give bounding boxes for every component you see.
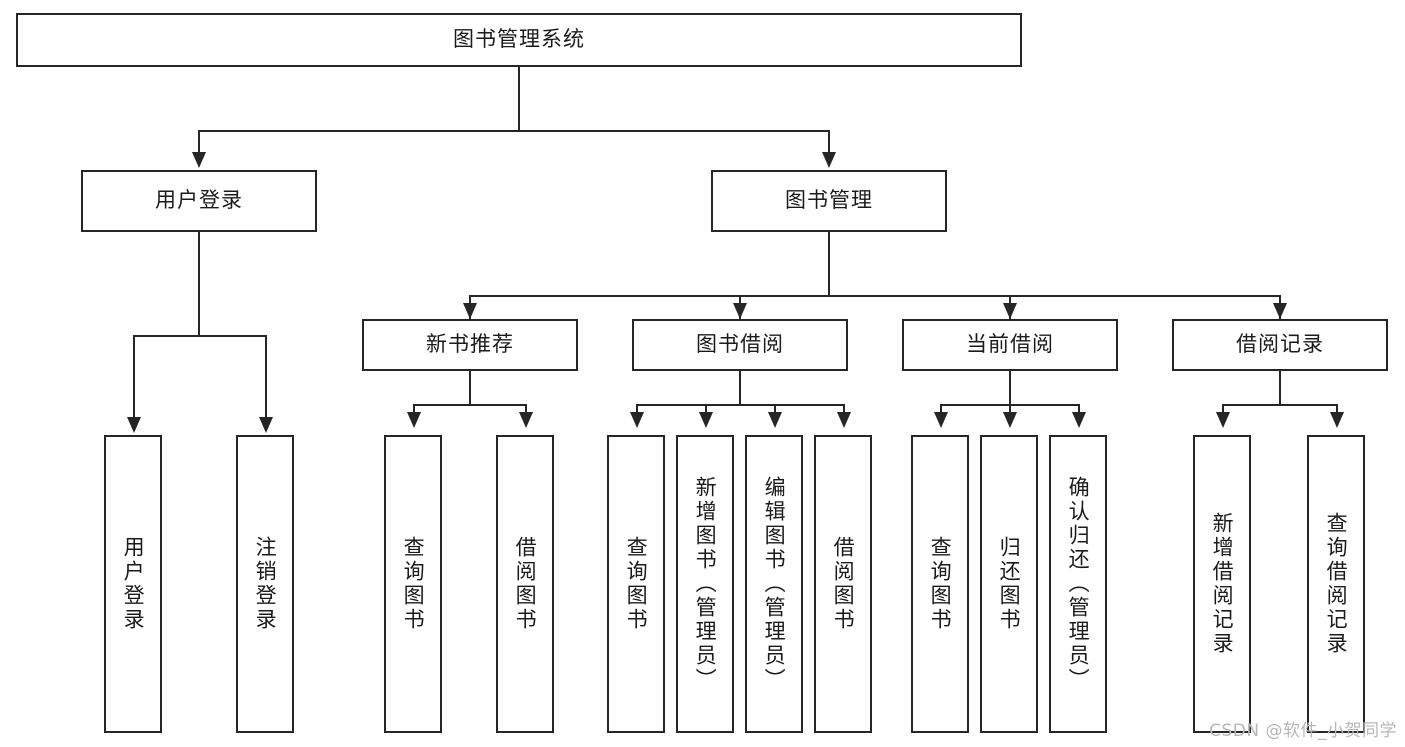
node-label: 新增图书（管理员） xyxy=(693,476,718,692)
leaf-book-borrow-4[interactable]: 借阅图书 xyxy=(814,435,872,733)
edge-borrow-record-stem xyxy=(1279,371,1281,404)
node-label: 查询借阅记录 xyxy=(1324,512,1349,656)
leaf-new-book-recommend-2[interactable]: 借阅图书 xyxy=(496,435,554,733)
arrow-borrow-record-leaf-1 xyxy=(1216,412,1230,428)
node-label: 新书推荐 xyxy=(426,332,514,357)
edge-root-stem xyxy=(518,67,520,130)
leaf-book-borrow-2[interactable]: 新增图书（管理员） xyxy=(676,435,734,733)
arrow-current-borrow-leaf-3 xyxy=(1072,412,1086,428)
edge-current-borrow-drop-2 xyxy=(1009,404,1011,414)
edge-current-borrow-stem xyxy=(1009,371,1011,404)
node-label: 借阅图书 xyxy=(513,536,538,632)
leaf-borrow-record-2[interactable]: 查询借阅记录 xyxy=(1307,435,1365,733)
arrow-user-login-to-leaf-1 xyxy=(127,417,141,433)
edge-user-login-to-leaf-1 xyxy=(133,335,135,419)
edge-new-book-recommend-drop-1 xyxy=(413,404,415,414)
node-label: 归还图书 xyxy=(997,536,1022,632)
arrow-current-borrow-leaf-1 xyxy=(934,412,948,428)
edge-borrow-record-bus xyxy=(1222,404,1336,406)
arrow-new-book-recommend-leaf-2 xyxy=(519,412,533,428)
edge-book-borrow-drop-1 xyxy=(636,404,638,414)
edge-root-to-book-management xyxy=(828,130,830,156)
arrow-current-borrow-leaf-2 xyxy=(1003,412,1017,428)
leaf-book-borrow-3[interactable]: 编辑图书（管理员） xyxy=(745,435,803,733)
node-label: 借阅图书 xyxy=(831,536,856,632)
edge-user-login-to-leaf-2 xyxy=(265,335,267,419)
leaf-user-login-1[interactable]: 用户登录 xyxy=(104,435,162,733)
leaf-user-login-2[interactable]: 注销登录 xyxy=(236,435,294,733)
edge-new-book-recommend-bus xyxy=(413,404,525,406)
node-label: 图书管理系统 xyxy=(453,27,585,52)
node-label: 编辑图书（管理员） xyxy=(762,476,787,692)
arrow-to-new-book-recommend xyxy=(463,303,477,319)
node-label: 图书借阅 xyxy=(696,332,784,357)
arrow-book-borrow-leaf-1 xyxy=(630,412,644,428)
leaf-book-borrow-1[interactable]: 查询图书 xyxy=(607,435,665,733)
node-label: 借阅记录 xyxy=(1236,332,1324,357)
arrow-root-to-user-login xyxy=(192,152,206,168)
edge-borrow-record-drop-1 xyxy=(1222,404,1224,414)
edge-user-login-bus xyxy=(133,335,265,337)
leaf-current-borrow-3[interactable]: 确认归还（管理员） xyxy=(1049,435,1107,733)
arrow-book-borrow-leaf-4 xyxy=(837,412,851,428)
node-label: 新增借阅记录 xyxy=(1210,512,1235,656)
leaf-current-borrow-2[interactable]: 归还图书 xyxy=(980,435,1038,733)
edge-book-borrow-bus xyxy=(636,404,844,406)
edge-book-borrow-stem xyxy=(739,371,741,404)
arrow-borrow-record-leaf-2 xyxy=(1330,412,1344,428)
node-label: 当前借阅 xyxy=(966,332,1054,357)
arrow-to-current-borrow xyxy=(1003,303,1017,319)
node-label: 查询图书 xyxy=(401,536,426,632)
leaf-borrow-record-1[interactable]: 新增借阅记录 xyxy=(1193,435,1251,733)
edge-new-book-recommend-drop-2 xyxy=(525,404,527,414)
node-label: 用户登录 xyxy=(155,188,243,213)
edge-root-to-user-login xyxy=(198,130,200,156)
node-book-management[interactable]: 图书管理 xyxy=(711,170,947,232)
arrow-new-book-recommend-leaf-1 xyxy=(407,412,421,428)
node-label: 确认归还（管理员） xyxy=(1066,476,1091,692)
arrow-book-borrow-leaf-3 xyxy=(768,412,782,428)
edge-current-borrow-drop-3 xyxy=(1078,404,1080,414)
edge-root-bus xyxy=(198,130,830,132)
watermark: CSDN @软件_小贺同学 xyxy=(1209,721,1397,741)
arrow-book-borrow-leaf-2 xyxy=(699,412,713,428)
edge-new-book-recommend-stem xyxy=(469,371,471,404)
edge-user-login-stem xyxy=(198,232,200,335)
node-root-book-management-system[interactable]: 图书管理系统 xyxy=(16,13,1022,67)
node-label: 图书管理 xyxy=(785,188,873,213)
node-current-borrow[interactable]: 当前借阅 xyxy=(902,319,1118,371)
arrow-root-to-book-management xyxy=(822,152,836,168)
arrow-to-borrow-record xyxy=(1273,303,1287,319)
edge-book-borrow-drop-3 xyxy=(774,404,776,414)
leaf-new-book-recommend-1[interactable]: 查询图书 xyxy=(384,435,442,733)
node-label: 查询图书 xyxy=(624,536,649,632)
arrow-user-login-to-leaf-2 xyxy=(259,417,273,433)
edge-current-borrow-drop-1 xyxy=(940,404,942,414)
node-label: 查询图书 xyxy=(928,536,953,632)
edge-book-borrow-drop-2 xyxy=(705,404,707,414)
leaf-current-borrow-1[interactable]: 查询图书 xyxy=(911,435,969,733)
arrow-to-book-borrow xyxy=(733,303,747,319)
edge-level3-bus xyxy=(469,295,1281,297)
node-label: 注销登录 xyxy=(253,536,278,632)
node-new-book-recommend[interactable]: 新书推荐 xyxy=(362,319,578,371)
node-label: 用户登录 xyxy=(121,536,146,632)
node-book-borrow[interactable]: 图书借阅 xyxy=(632,319,848,371)
edge-book-management-stem xyxy=(828,232,830,295)
node-user-login[interactable]: 用户登录 xyxy=(81,170,317,232)
edge-borrow-record-drop-2 xyxy=(1336,404,1338,414)
edge-book-borrow-drop-4 xyxy=(843,404,845,414)
node-borrow-record[interactable]: 借阅记录 xyxy=(1172,319,1388,371)
